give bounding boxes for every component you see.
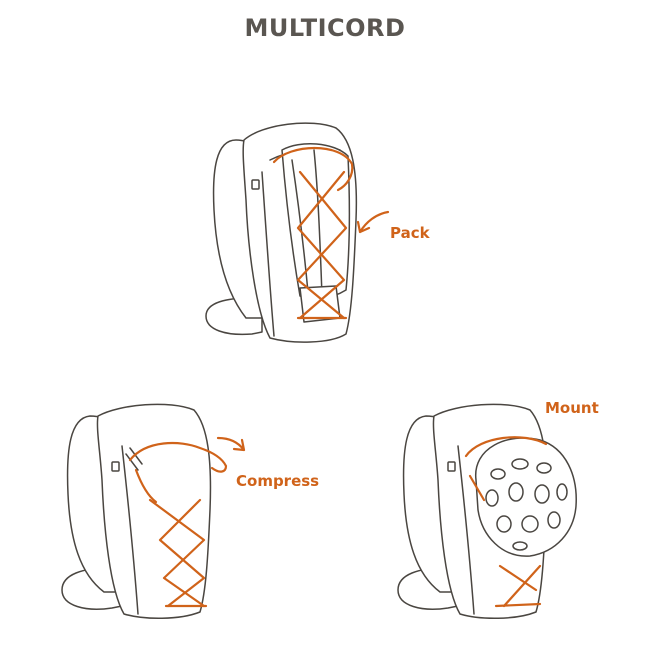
arrow-icon <box>356 210 390 234</box>
pack-label: Pack <box>390 224 430 242</box>
cord-cross <box>468 474 542 608</box>
cord-top-loop <box>128 441 228 473</box>
mount-label: Mount <box>545 399 599 417</box>
diagram-title: MULTICORD <box>244 14 406 42</box>
cord-cross <box>296 170 348 320</box>
cord-side <box>134 468 158 504</box>
cord-cross <box>148 498 206 608</box>
multicord-cord <box>272 146 354 320</box>
multicord-cord <box>464 436 548 608</box>
arrow-icon <box>216 436 246 452</box>
cord-bottom <box>494 602 542 608</box>
backpack-icon <box>61 403 212 620</box>
cord-top-loop <box>272 146 354 192</box>
cord-top-loop <box>464 436 548 458</box>
compress-label: Compress <box>236 472 320 490</box>
helmet-icon <box>475 437 577 557</box>
mount-illustration <box>397 403 577 620</box>
compress-illustration <box>61 403 246 620</box>
pack-illustration <box>205 122 390 343</box>
multicord-cord <box>128 441 228 608</box>
